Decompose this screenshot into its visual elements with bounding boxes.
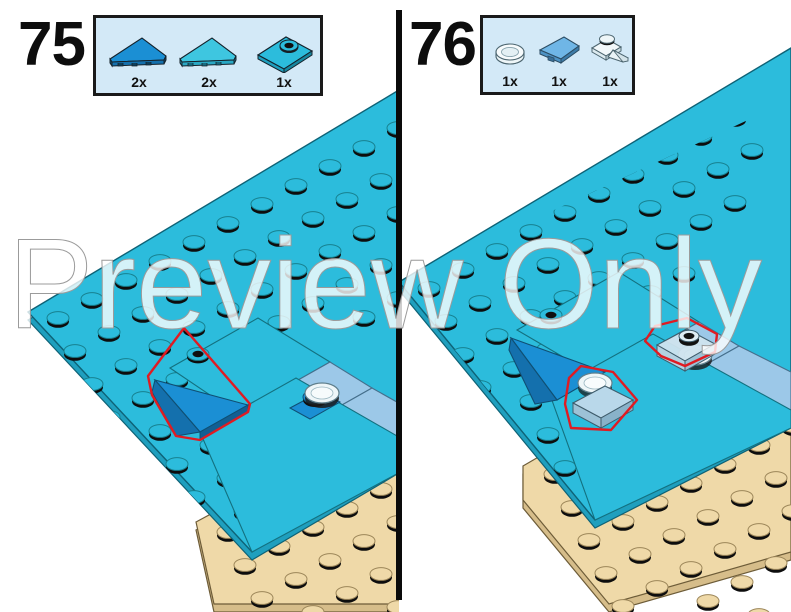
step-panel-76: 76 1x (399, 0, 791, 612)
wedge-plate-icon (172, 29, 246, 73)
part-quantity: 1x (502, 73, 518, 89)
part-quantity: 1x (551, 73, 567, 89)
transparent-round-plate (304, 382, 340, 408)
step-panel-75: 75 2x (18, 10, 399, 612)
center-assembly-76 (508, 271, 791, 521)
highlight-outline-76-upper (643, 316, 719, 368)
plate-with-clip-icon (583, 28, 637, 72)
parts-callout-75: 2x 2x (93, 15, 323, 96)
highlight-outline-76-lower (563, 364, 639, 432)
build-scene-76 (399, 0, 791, 612)
round-plate-icon (485, 28, 535, 72)
panel-divider (396, 10, 402, 600)
part-slot-1: 2x (172, 29, 246, 89)
step-number-76: 76 (409, 10, 477, 79)
part-slot-1: 1x (531, 28, 587, 88)
part-quantity: 2x (201, 74, 217, 90)
step-number-75: 75 (18, 10, 86, 79)
tile-with-stud-icon (246, 29, 322, 73)
part-slot-0: 1x (485, 28, 535, 88)
part-slot-2: 1x (246, 29, 322, 89)
parts-callout-76: 1x 1x (480, 15, 635, 95)
highlight-outline-75 (146, 326, 252, 442)
wedge-plate-icon (531, 28, 587, 72)
new-part-round-and-wedge (571, 372, 635, 429)
part-quantity: 1x (602, 73, 618, 89)
part-slot-0: 2x (102, 29, 176, 89)
build-scene-75 (26, 89, 399, 612)
new-part-clip-plate (655, 328, 717, 372)
wedge-plate-icon (102, 29, 176, 73)
part-slot-2: 1x (583, 28, 637, 88)
part-quantity: 2x (131, 74, 147, 90)
part-quantity: 1x (276, 74, 292, 90)
center-assembly-75 (151, 317, 399, 553)
